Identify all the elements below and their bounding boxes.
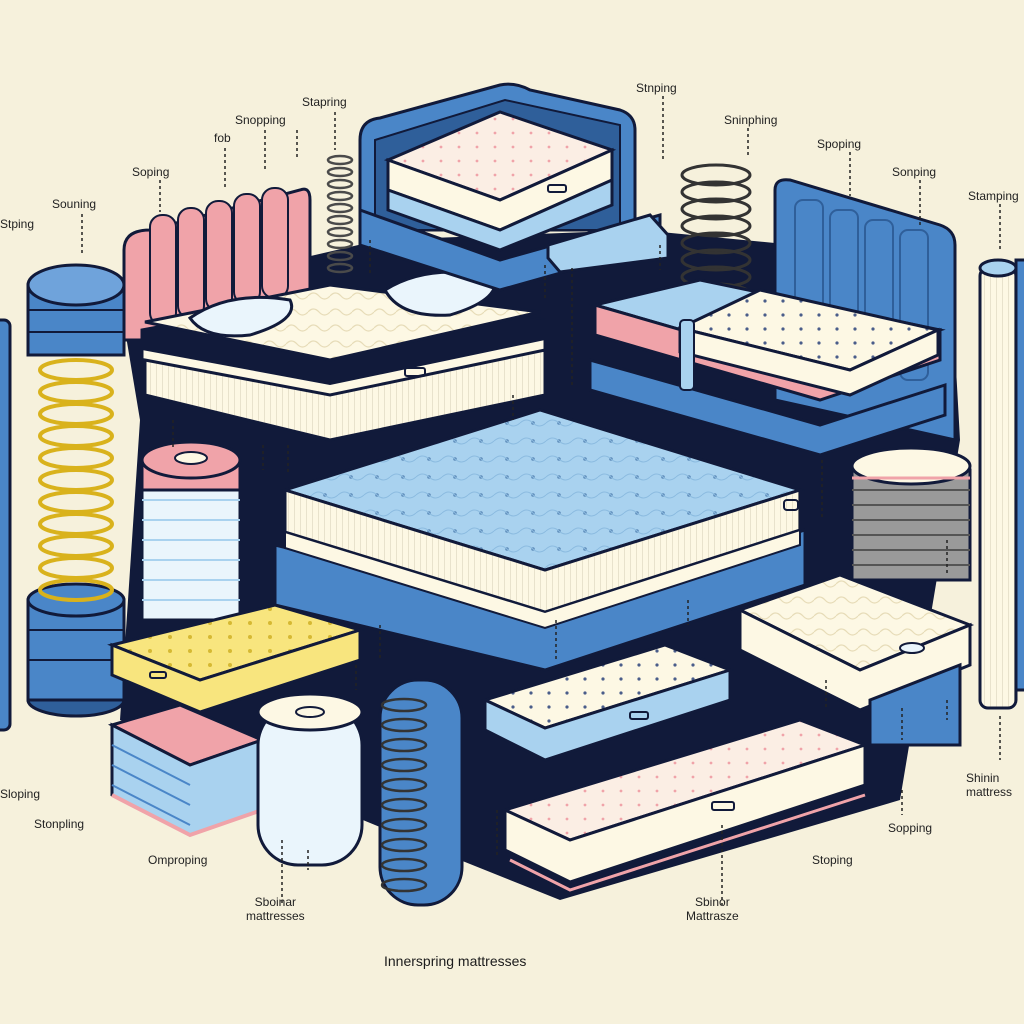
label-shinin-mattress: Shinin mattress: [966, 771, 1013, 800]
label-mattresses: mattresses: [246, 908, 305, 923]
label-omproping: Omproping: [148, 853, 208, 867]
label-sboinar-mattresses: Sboinar mattresses: [246, 895, 305, 924]
label-mattress: mattress: [966, 784, 1013, 799]
pillow-top-bed: [122, 187, 547, 442]
wire-coil-roll: [850, 446, 972, 582]
label-sninphing: Sninphing: [724, 113, 778, 127]
label-shinin: Shinin: [966, 771, 1000, 785]
label-sbinor-mattrasze: Sbinor Mattrasze: [686, 895, 739, 924]
foam-roll-pink: [140, 440, 242, 622]
leader-lines: [81, 96, 1001, 905]
label-mattrasze: Mattrasze: [686, 908, 739, 923]
label-stamping: Stamping: [968, 189, 1019, 203]
label-fob: fob: [214, 131, 231, 145]
blue-frame-bed-top: [358, 82, 670, 292]
headboard-bed-right: [588, 178, 957, 457]
figure-caption: Innerspring mattresses: [384, 953, 527, 969]
label-stping: Stping: [0, 217, 35, 231]
label-souning: Souning: [52, 197, 97, 211]
label-sopping: Sopping: [888, 821, 933, 835]
rolled-mattress-column: [978, 258, 1024, 710]
coil-spring-small: [326, 154, 354, 274]
slim-mattress-center: [480, 643, 735, 762]
label-stonpling: Stonpling: [34, 817, 85, 831]
label-sonping: Sonping: [892, 165, 937, 179]
label-sboinar: Sboinar: [254, 895, 297, 909]
pink-dot-mattress: [500, 718, 870, 892]
yellow-mattress: [107, 603, 366, 714]
left-edge-pole: [0, 318, 12, 732]
label-sbinor: Sbinor: [695, 895, 730, 909]
spring-column-left: [26, 263, 126, 718]
label-spoping: Spoping: [817, 137, 862, 151]
label-stoping: Stoping: [812, 853, 853, 867]
label-soping: Soping: [132, 165, 170, 179]
label-stnping: Stnping: [636, 81, 677, 95]
quilted-roll-cream: [256, 692, 364, 867]
label-snopping: Snopping: [235, 113, 286, 127]
label-stapring: Stapring: [302, 95, 347, 109]
label-sloping: Sloping: [0, 787, 41, 801]
spring-roll-center: [378, 678, 464, 907]
quilted-mattress-right: [736, 573, 975, 747]
layered-mattress-left: [107, 703, 267, 838]
